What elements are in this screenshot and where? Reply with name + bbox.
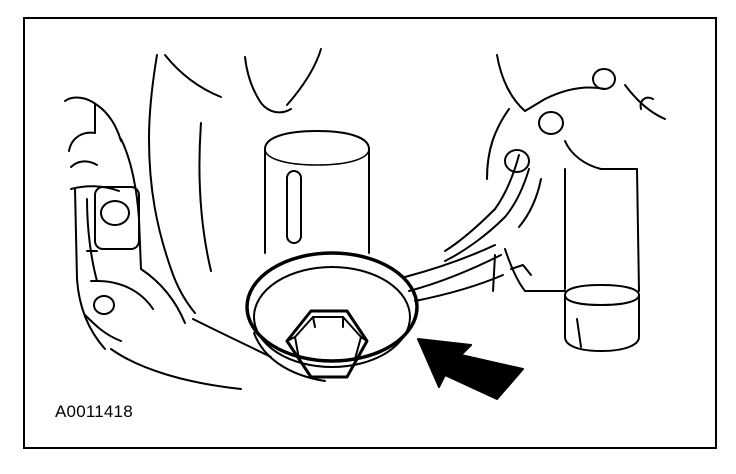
engine-block-illustration — [64, 48, 666, 400]
bolt-hole — [592, 68, 616, 90]
bolt-hole-partial — [639, 96, 654, 110]
figure-id-label: A0011418 — [55, 402, 133, 421]
filter-adapter — [245, 251, 419, 382]
bolt-holes — [93, 68, 654, 315]
arrow-pointer-icon — [417, 338, 524, 400]
adapter-bolt — [285, 309, 369, 379]
right-cylinder-boss — [564, 284, 640, 352]
bolt-hole — [93, 295, 115, 315]
bolt-hole — [100, 200, 130, 226]
oil-filter-body — [264, 130, 370, 254]
engine-block-right — [444, 54, 666, 292]
diagram-frame: A0011418 — [23, 17, 717, 449]
adapter-inner-ring — [253, 266, 411, 368]
adapter-outer-ring — [245, 251, 419, 363]
bolt-hole — [504, 149, 530, 173]
oil-pan-casting — [148, 48, 322, 358]
oil-lines — [404, 244, 504, 302]
engine-block-left — [64, 96, 242, 390]
bolt-hole — [538, 111, 564, 135]
